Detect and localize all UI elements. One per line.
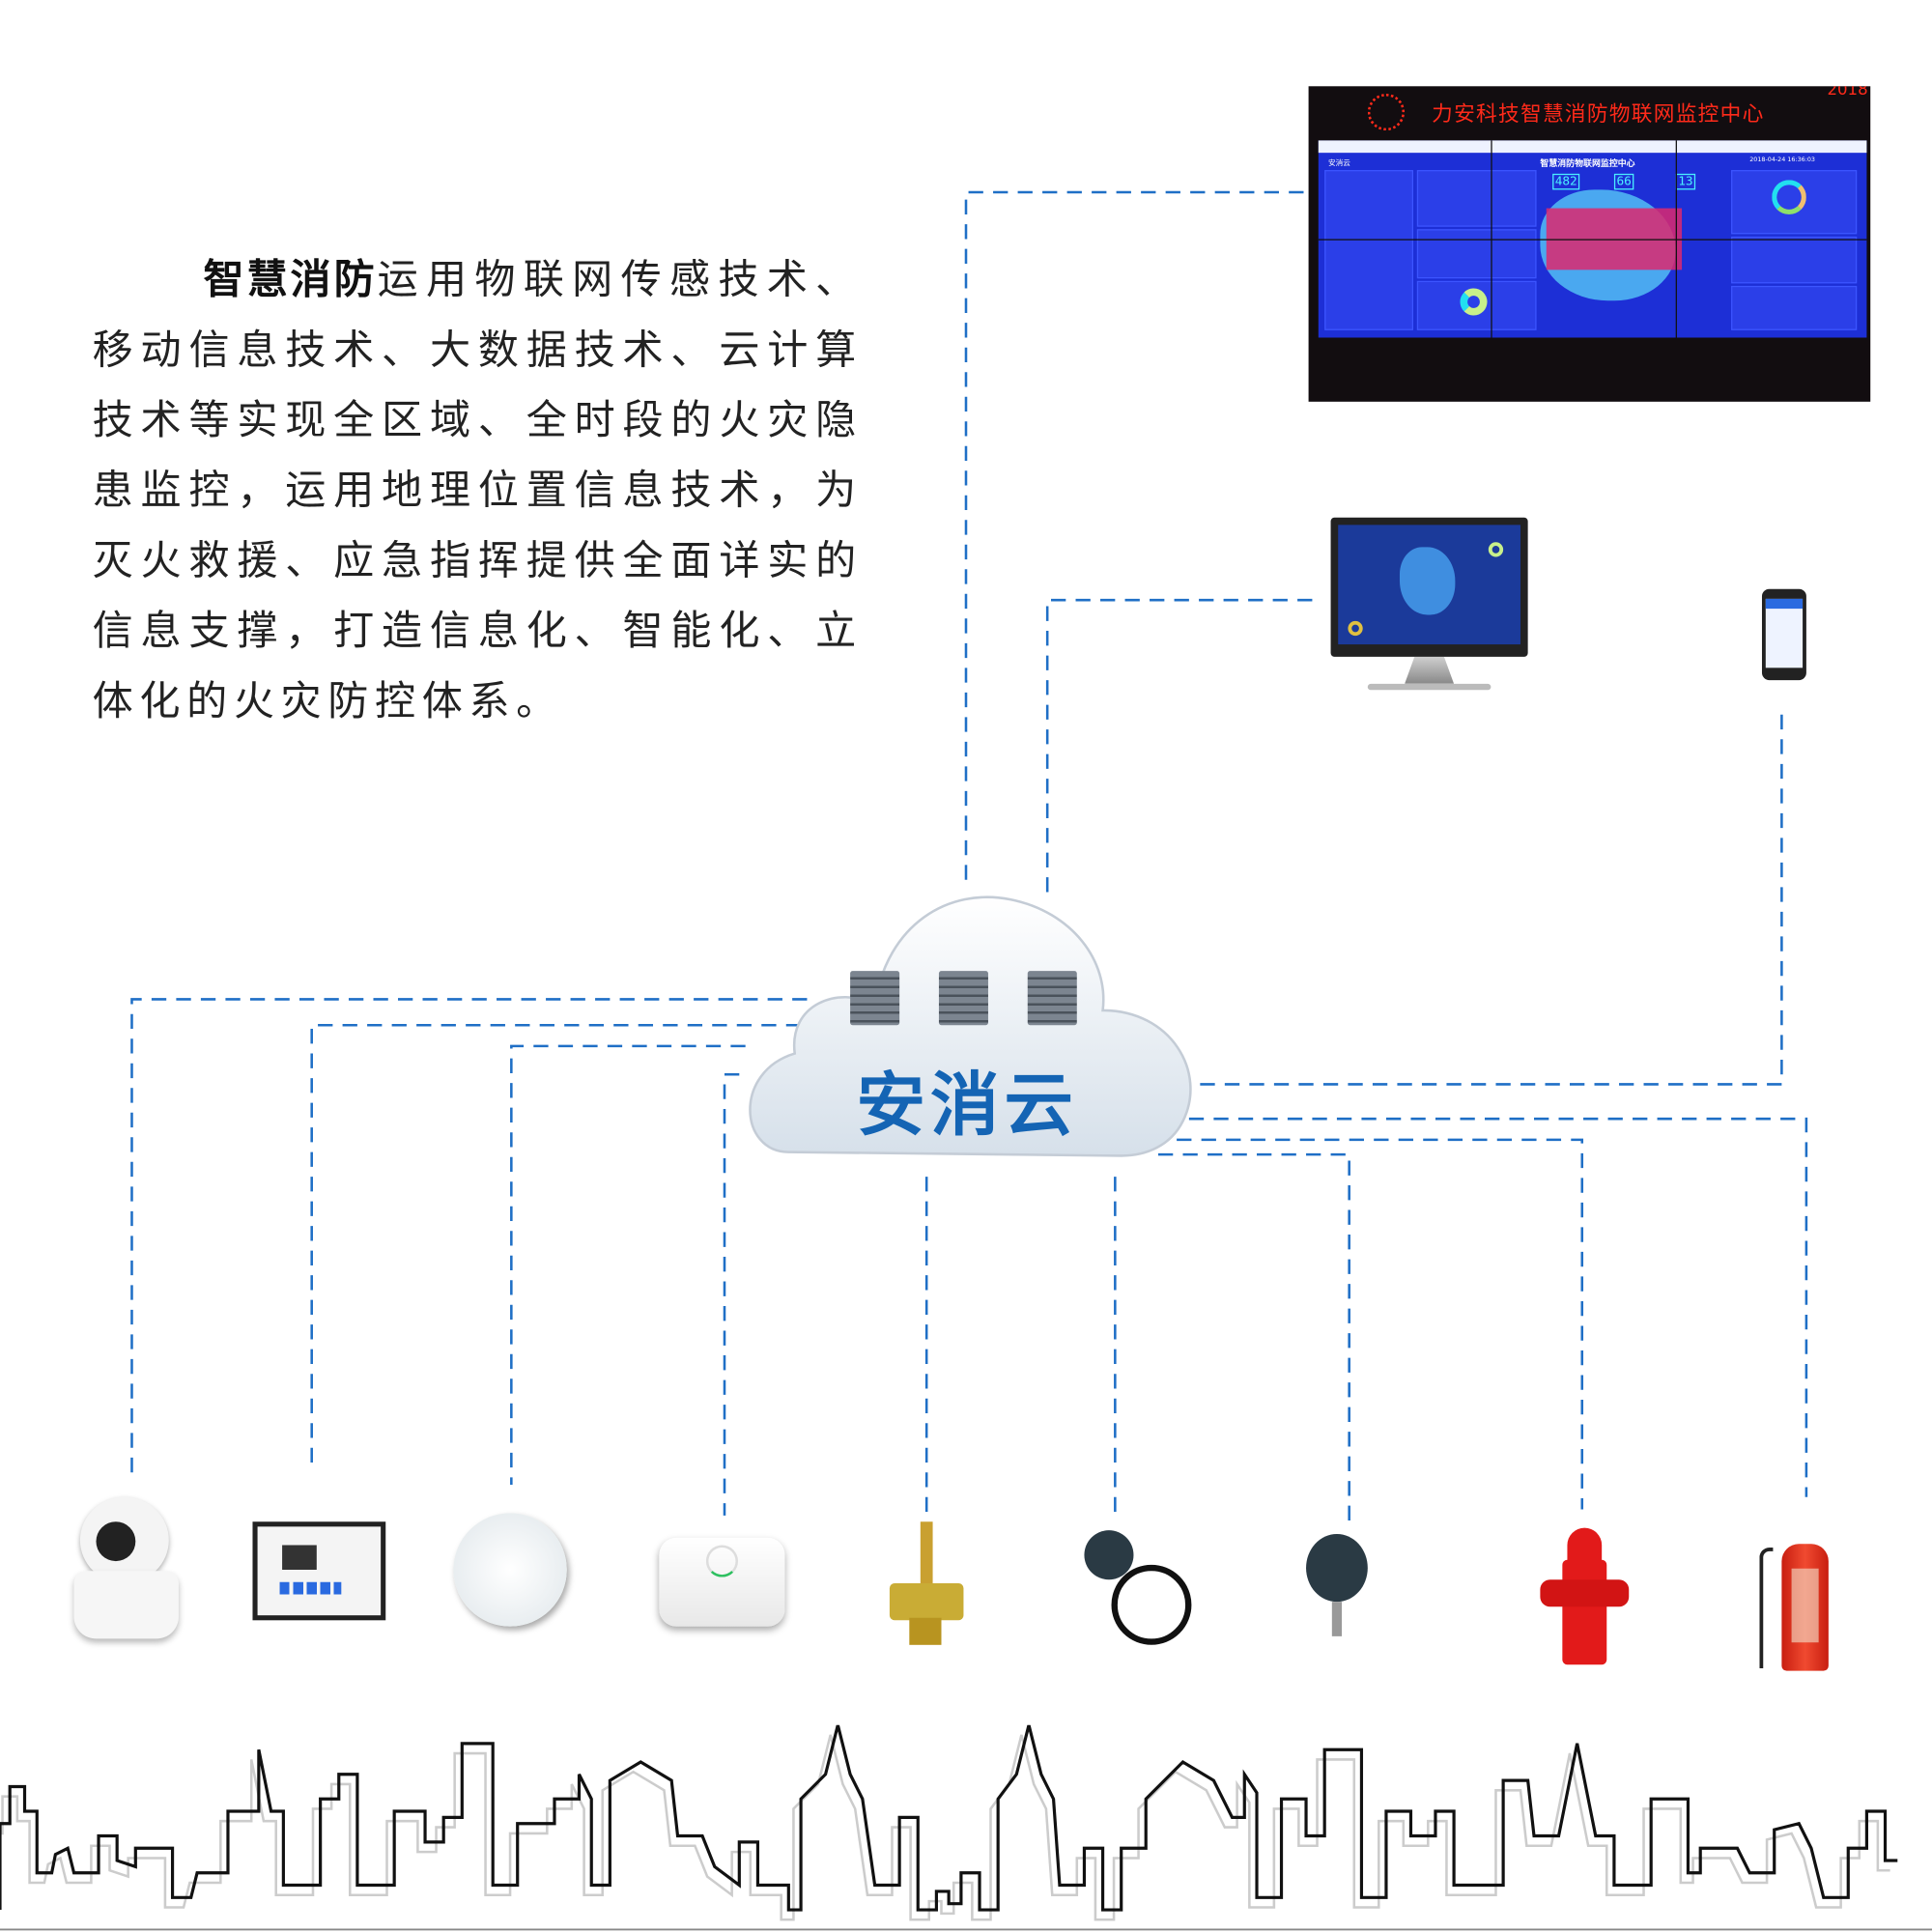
link-fire-hydrant [1177, 1138, 1584, 1510]
video-wall-title: 力安科技智慧消防物联网监控中心 [1432, 101, 1765, 128]
monitor-base [1367, 683, 1492, 691]
link-video-wall [964, 190, 1304, 888]
link-smoke-detector [510, 1044, 746, 1485]
desktop-monitor [1330, 517, 1528, 691]
intro-body: 运用物联网传感技术、移动信息技术、大数据技术、云计算技术等实现全区域、全时段的火… [92, 255, 863, 724]
monitor-pie [1348, 620, 1363, 637]
monitor-map [1399, 547, 1456, 615]
device-gas-detector [659, 1537, 785, 1627]
mobile-phone [1761, 588, 1806, 681]
donut-chart [1460, 288, 1488, 316]
device-fire-extinguisher [1759, 1513, 1835, 1673]
device-pressure-sensor [1300, 1534, 1435, 1638]
stat-alarm-total: 482 [1552, 173, 1580, 190]
dashboard-screen: 安消云 智慧消防物联网监控中心 2018-04-24 16:36:03 482 … [1318, 140, 1867, 338]
device-valve [887, 1521, 966, 1645]
monitoring-center-video-wall: 力安科技智慧消防物联网监控中心 2018 安消云 智慧消防物联网监控中心 201… [1308, 86, 1871, 402]
dashboard-brand: 安消云 [1327, 158, 1350, 168]
monitor-ring [1488, 542, 1504, 557]
browser-bar [1318, 140, 1867, 154]
alarm-list-panel [1324, 170, 1414, 330]
link-phone [1195, 714, 1783, 1086]
server-icon [938, 971, 988, 1026]
device-smoke-detector [453, 1513, 567, 1627]
cloud-shape [749, 895, 1192, 1157]
stat-unit-total: 66 [1613, 173, 1634, 190]
dashboard-title: 智慧消防物联网监控中心 [1540, 158, 1635, 169]
link-monitor [1045, 598, 1313, 900]
device-level-sensor [1074, 1530, 1198, 1647]
intro-paragraph: 智慧消防运用物联网传感技术、移动信息技术、大数据技术、云计算技术等实现全区域、全… [93, 244, 863, 736]
clock-icon [1367, 93, 1406, 131]
bar-chart-panel [1731, 236, 1858, 284]
link-gas-detector [723, 1072, 740, 1516]
device-controller [252, 1521, 386, 1621]
dashboard-datetime: 2018-04-24 16:36:03 [1749, 156, 1815, 164]
link-pressure-sensor [1157, 1152, 1350, 1528]
cloud-label: 安消云 [856, 1065, 1079, 1147]
device-fire-hydrant [1540, 1527, 1630, 1670]
video-wall-year: 2018 [1827, 86, 1868, 100]
server-icon [1027, 971, 1077, 1026]
stat-device-rate: 13 [1675, 173, 1696, 190]
stats-panel [1731, 285, 1858, 330]
alarm-info-panel [1416, 170, 1537, 227]
server-icon [850, 971, 900, 1026]
device-camera [73, 1496, 179, 1639]
city-skyline [0, 1724, 1932, 1931]
link-camera [130, 998, 808, 1473]
ring-chart [1772, 180, 1806, 214]
trend-panel [1416, 229, 1537, 279]
link-fire-extinguisher [1188, 1117, 1808, 1497]
intro-highlight: 智慧消防 [203, 255, 378, 303]
link-controller [310, 1023, 802, 1469]
